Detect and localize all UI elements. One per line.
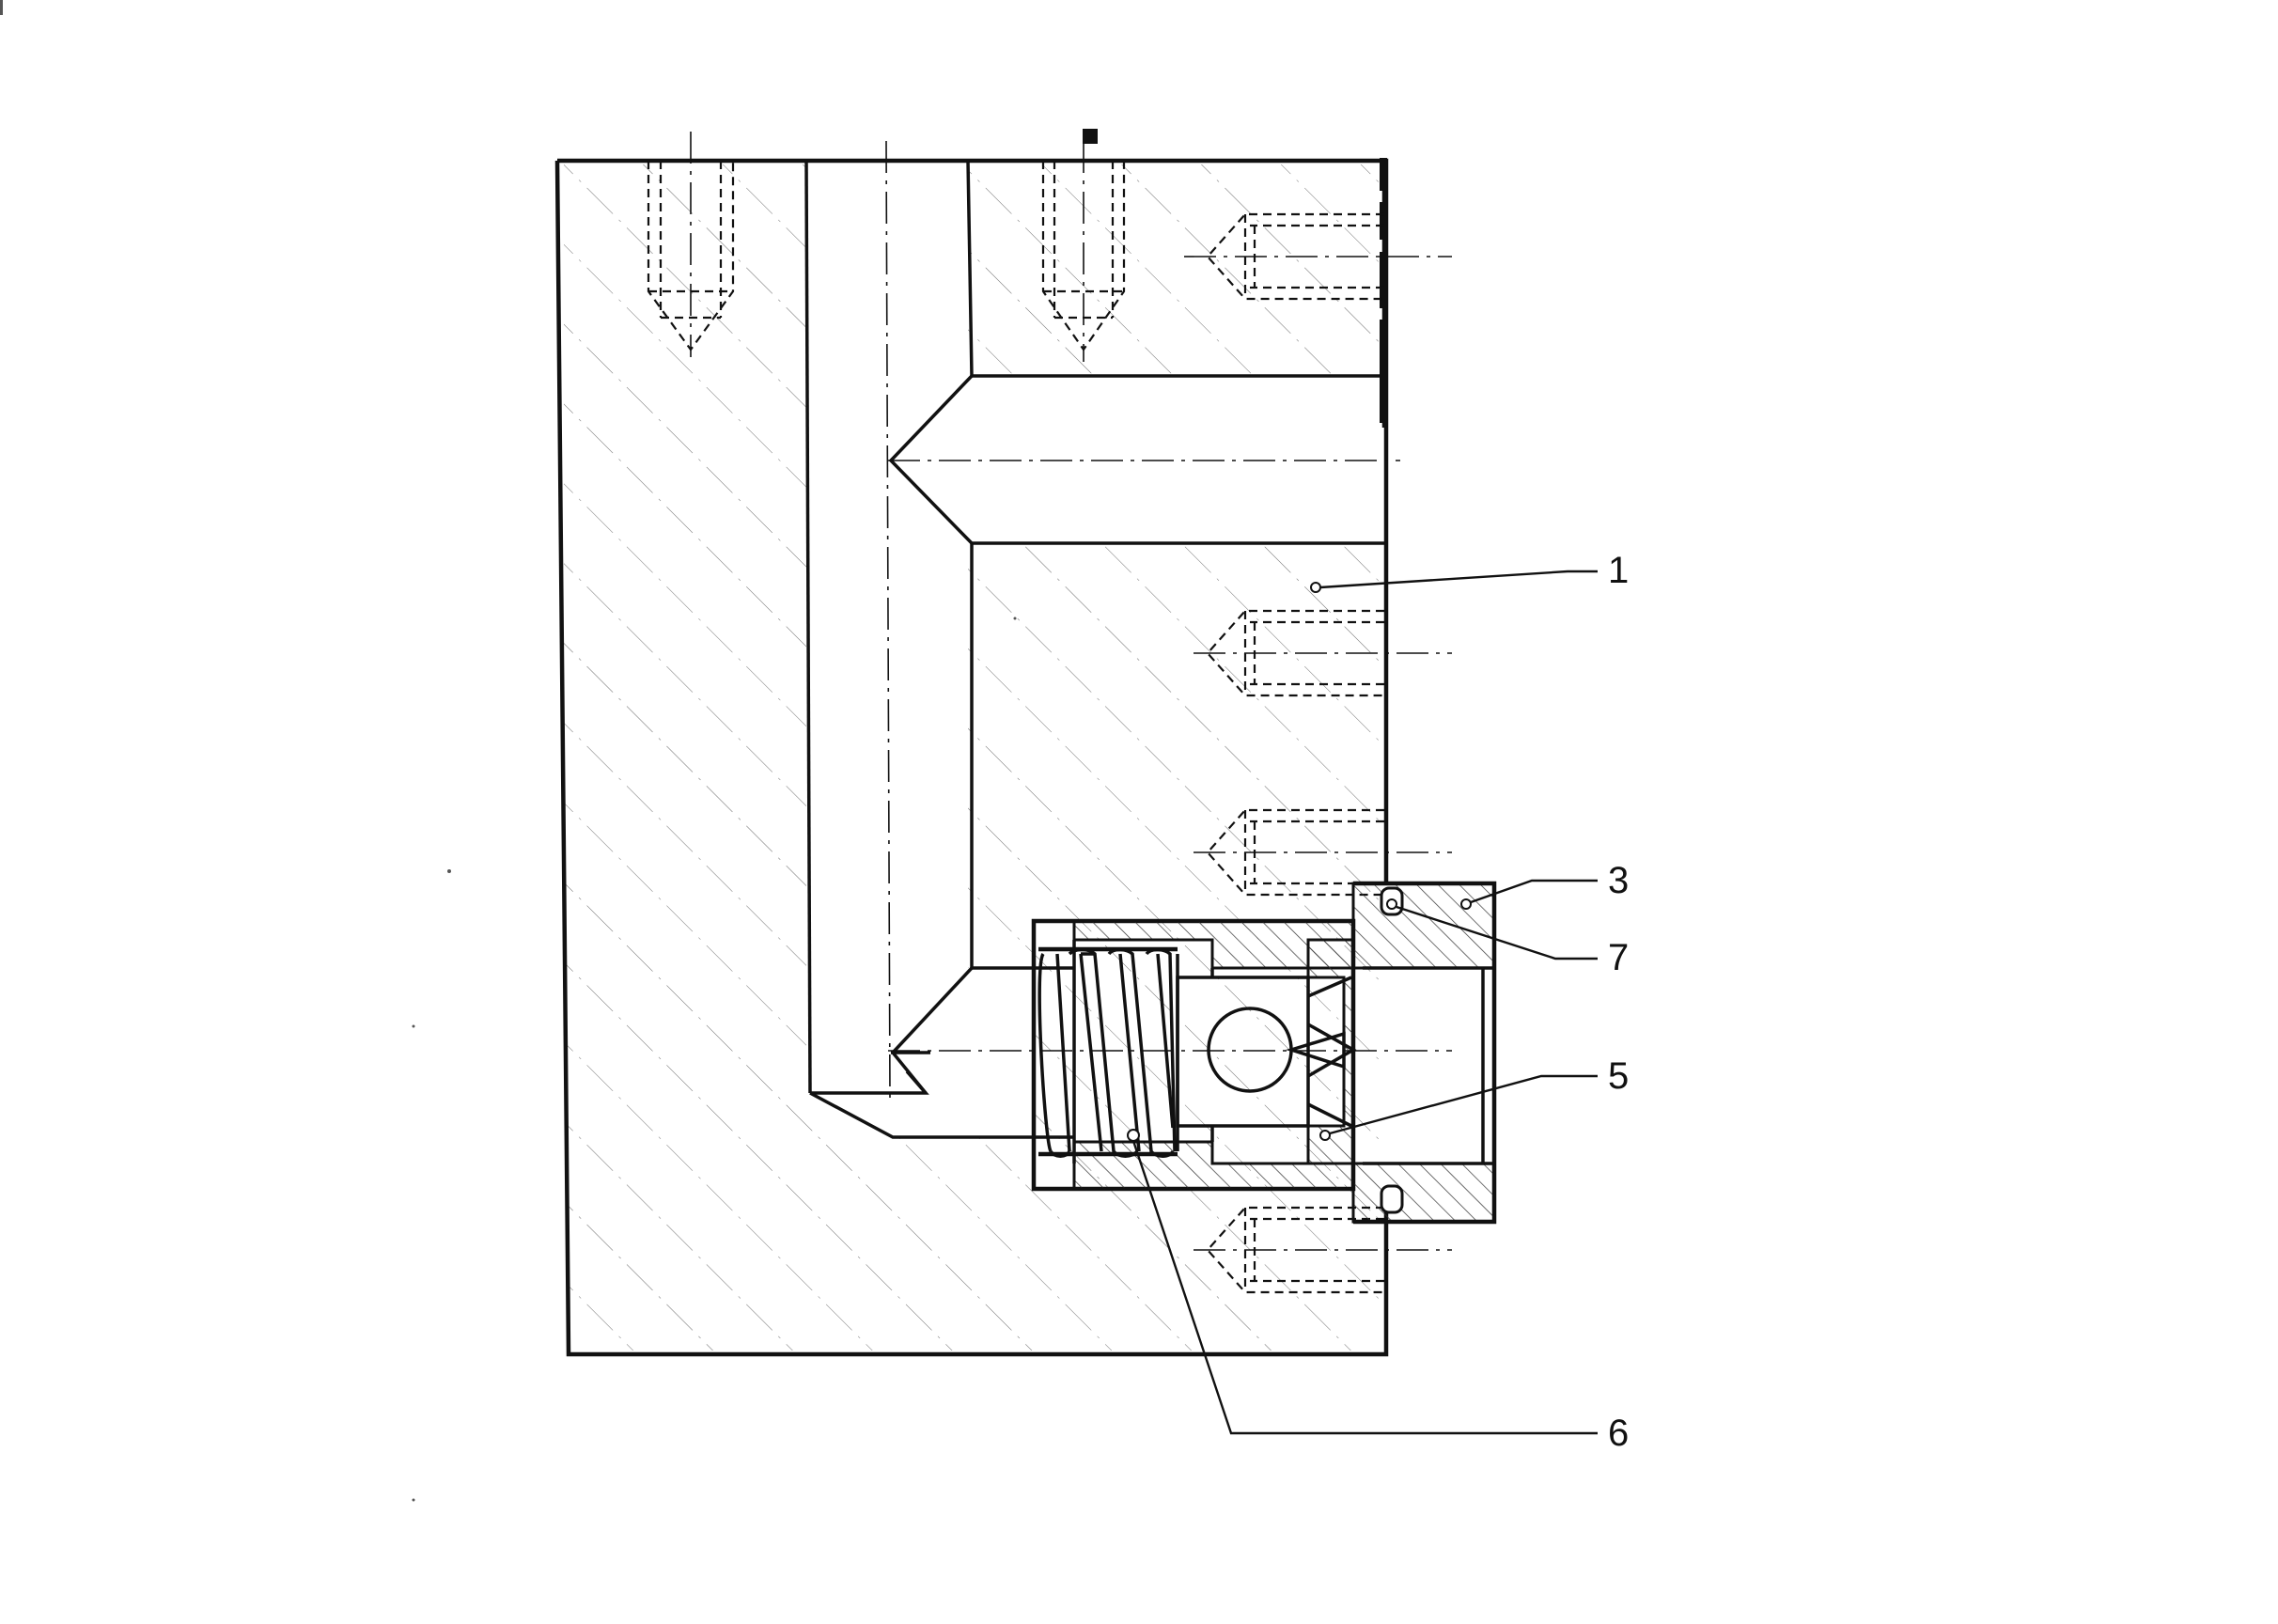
valve-insert [1031,918,1357,1192]
callout-3: 3 [1608,860,1629,901]
callout-7: 7 [1608,937,1629,978]
tapped-holes-hidden [647,161,1384,1294]
callout-6: 6 [1608,1413,1629,1454]
scan-specks [0,0,1017,1502]
callout-1: 1 [1608,550,1629,591]
body-part-1 [554,129,1389,1357]
callouts: 1 3 7 5 6 [1127,550,1629,1454]
callout-5: 5 [1608,1055,1629,1097]
centre-lines [690,132,1452,1251]
